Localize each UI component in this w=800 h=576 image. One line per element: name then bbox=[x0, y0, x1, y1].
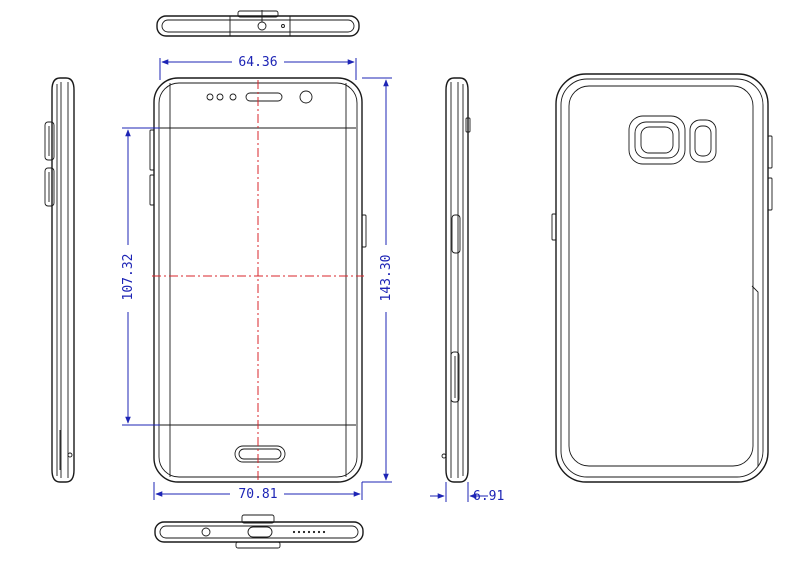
dimension-body-width: 70.81 bbox=[153, 482, 363, 502]
sim-tray bbox=[450, 351, 460, 403]
right-side-view bbox=[441, 77, 471, 483]
dimension-label-body-width: 70.81 bbox=[238, 487, 277, 502]
front-view bbox=[149, 77, 367, 483]
dimension-screen-width: 64.36 bbox=[159, 55, 357, 80]
sensor-dot-3 bbox=[229, 93, 237, 101]
front-camera bbox=[299, 90, 313, 104]
bottom-edge-view bbox=[154, 514, 364, 549]
flash-module bbox=[689, 119, 717, 163]
dimension-body-height: 143.30 bbox=[362, 77, 394, 483]
headphone-jack bbox=[201, 527, 211, 537]
home-button bbox=[234, 445, 286, 463]
volume-up-button bbox=[44, 121, 55, 161]
sensor-dot-2 bbox=[216, 93, 224, 101]
power-button bbox=[451, 214, 461, 254]
rear-camera-housing bbox=[628, 115, 686, 165]
dimension-label-body-thickness: 6.91 bbox=[473, 489, 504, 504]
dimension-label-screen-width: 64.36 bbox=[238, 55, 277, 70]
rear-camera-lens bbox=[640, 126, 674, 154]
sensor-dot-1 bbox=[206, 93, 214, 101]
dimension-body-thickness: 6.91 bbox=[430, 482, 504, 504]
back-view bbox=[551, 73, 773, 483]
dimension-screen-height: 107.32 bbox=[121, 127, 160, 426]
left-side-view bbox=[44, 77, 75, 483]
earpiece-grille bbox=[245, 92, 283, 102]
usb-port bbox=[247, 526, 273, 538]
volume-down-button bbox=[44, 167, 55, 207]
dimension-label-screen-height: 107.32 bbox=[121, 254, 136, 301]
dimension-label-body-height: 143.30 bbox=[379, 255, 394, 302]
top-edge-view bbox=[156, 10, 360, 37]
